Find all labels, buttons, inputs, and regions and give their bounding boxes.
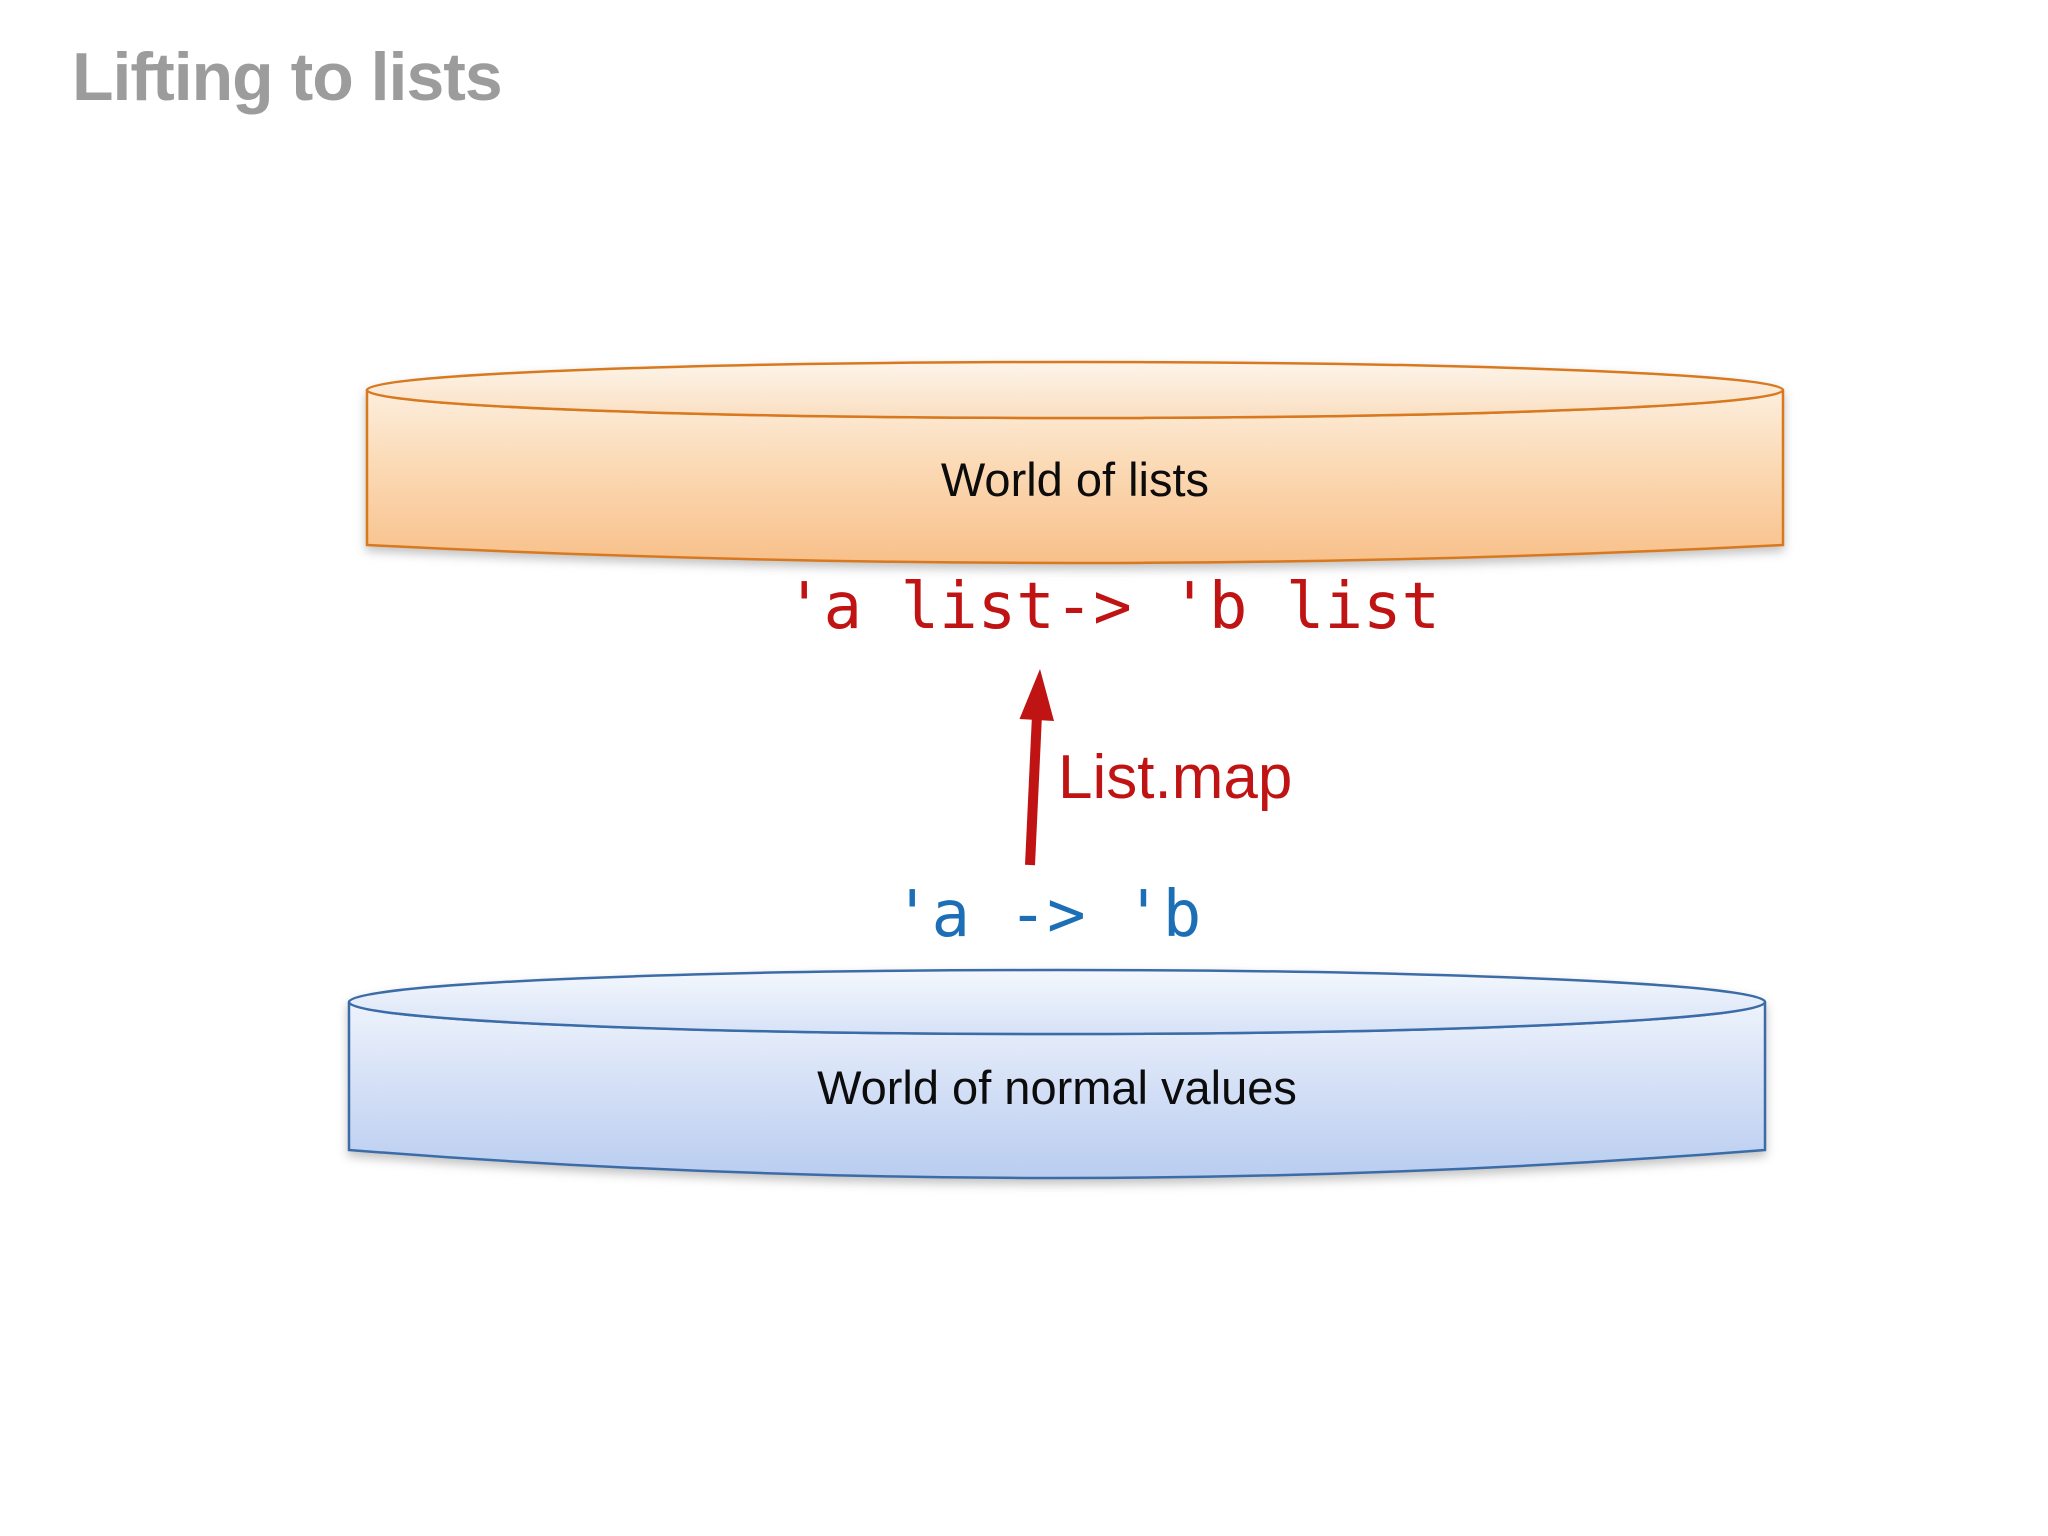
lift-arrow-icon	[1019, 669, 1054, 866]
cylinder-top-face	[365, 360, 1785, 420]
world-of-lists-cylinder	[365, 360, 1785, 565]
list-map-label: List.map	[1058, 743, 1293, 812]
world-of-normal-values-label: World of normal values	[817, 1061, 1297, 1114]
world-of-lists-label: World of lists	[940, 453, 1210, 506]
cylinder-top-face	[347, 968, 1767, 1036]
base-function-signature: 'a -> 'b	[893, 878, 1202, 952]
world-of-normal-values-cylinder	[347, 968, 1767, 1180]
page-title: Lifting to lists	[72, 39, 503, 115]
lifted-function-signature: 'a list-> 'b list	[785, 570, 1441, 644]
